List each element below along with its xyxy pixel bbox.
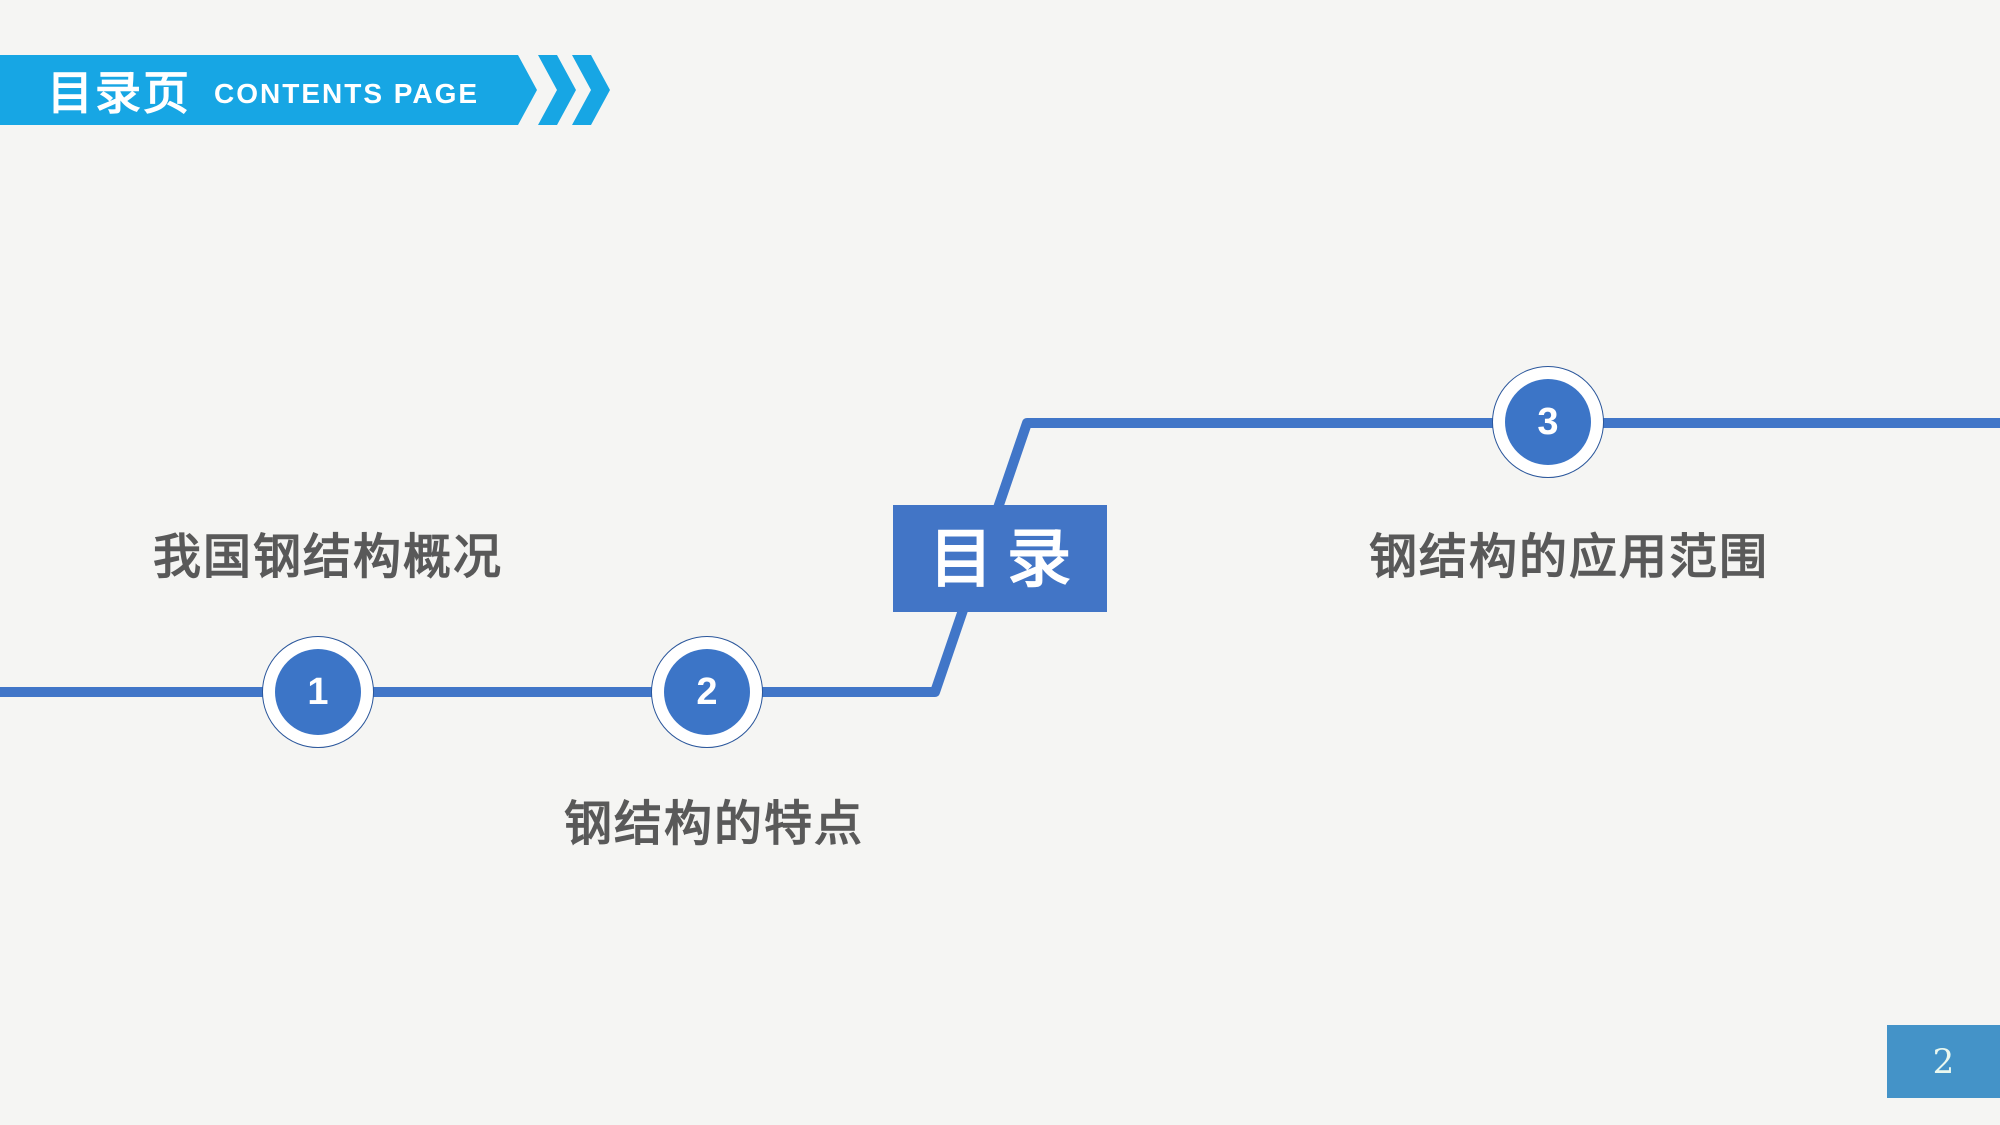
chevron-right-icon-2 [572,55,610,125]
header-title-group: 目录页 CONTENTS PAGE [0,55,537,125]
toc-item-1-label[interactable]: 我国钢结构概况 [152,531,503,584]
page-number: 2 [1932,1041,1955,1082]
toc-item-1-circle[interactable]: 1 [262,636,374,748]
toc-item-2-circle[interactable]: 2 [651,636,763,748]
toc-item-2-label[interactable]: 钢结构的特点 [563,798,864,851]
header-banner-shape [0,55,537,125]
toc-item-3-label[interactable]: 钢结构的应用范围 [1369,531,1770,584]
toc-item-3-circle[interactable]: 3 [1492,366,1604,478]
toc-center-box: 目录 [893,505,1107,612]
header-banner [0,55,610,125]
page-number-box: 2 [1887,1025,2000,1098]
toc-item-1-disc: 1 [275,649,361,735]
header-title-cn: 目录页 [47,67,191,119]
toc-center-label: 目录 [929,522,1085,595]
toc-item-1-number: 1 [307,671,329,713]
toc-item-2-number: 2 [696,671,718,713]
header-title-en: CONTENTS PAGE [214,78,480,109]
toc-item-2-disc: 2 [664,649,750,735]
toc-item-3-number: 3 [1537,401,1559,443]
toc-item-3-disc: 3 [1505,379,1591,465]
chevron-right-icon-1 [538,55,576,125]
